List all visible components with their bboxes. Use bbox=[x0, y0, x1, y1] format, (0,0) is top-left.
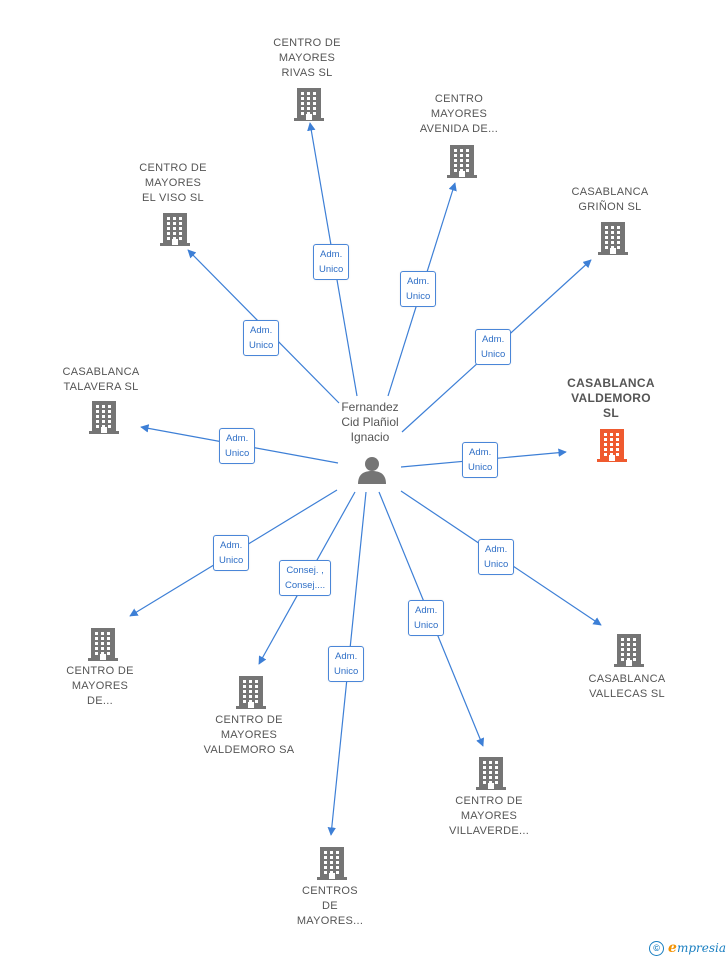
edge-label-de[interactable]: Adm. Unico bbox=[213, 535, 250, 571]
edge-label-villaverde[interactable]: Adm. Unico bbox=[408, 600, 445, 636]
building-icon[interactable] bbox=[474, 755, 508, 796]
building-icon[interactable] bbox=[86, 626, 120, 667]
edge-label-grinon[interactable]: Adm. Unico bbox=[475, 329, 512, 365]
building-icon[interactable] bbox=[612, 632, 646, 673]
company-label-elviso[interactable]: CENTRO DE MAYORES EL VISO SL bbox=[139, 162, 207, 204]
company-label-grinon[interactable]: CASABLANCA GRIÑON SL bbox=[571, 186, 649, 213]
building-icon[interactable] bbox=[158, 211, 192, 252]
edge-label-rivas[interactable]: Adm. Unico bbox=[313, 244, 350, 280]
edge-label-avenida[interactable]: Adm. Unico bbox=[400, 271, 437, 307]
edge-label-vallecas[interactable]: Adm. Unico bbox=[478, 539, 515, 575]
brand-logo-e: e bbox=[668, 939, 677, 956]
company-label-talavera[interactable]: CASABLANCA TALAVERA SL bbox=[62, 366, 140, 393]
building-icon[interactable] bbox=[292, 86, 326, 127]
copyright-icon: © bbox=[649, 941, 665, 956]
edge-label-valdemoro_sl[interactable]: Adm. Unico bbox=[462, 442, 499, 478]
building-icon[interactable] bbox=[315, 845, 349, 886]
footer-brand: ©empresia bbox=[649, 940, 726, 956]
person-icon[interactable] bbox=[356, 454, 388, 491]
company-label-rivas[interactable]: CENTRO DE MAYORES RIVAS SL bbox=[273, 37, 341, 79]
building-icon[interactable] bbox=[596, 220, 630, 261]
building-icon[interactable] bbox=[87, 399, 121, 440]
building-icon[interactable] bbox=[595, 427, 629, 468]
company-label-avenida[interactable]: CENTRO MAYORES AVENIDA DE... bbox=[419, 93, 499, 135]
edge-label-valdemoro_sa[interactable]: Consej. , Consej.... bbox=[279, 560, 332, 596]
person-name[interactable]: Fernandez Cid Plañiol Ignacio bbox=[341, 400, 399, 444]
building-icon[interactable] bbox=[445, 143, 479, 184]
company-label-centros[interactable]: CENTROS DE MAYORES... bbox=[296, 885, 364, 927]
company-label-de[interactable]: CENTRO DE MAYORES DE... bbox=[66, 665, 134, 707]
company-label-villaverde[interactable]: CENTRO DE MAYORES VILLAVERDE... bbox=[448, 795, 530, 837]
company-label-valdemoro_sa[interactable]: CENTRO DE MAYORES VALDEMORO SA bbox=[203, 714, 295, 756]
edge-label-elviso[interactable]: Adm. Unico bbox=[243, 320, 280, 356]
company-label-vallecas[interactable]: CASABLANCA VALLECAS SL bbox=[588, 673, 666, 700]
edge-label-centros[interactable]: Adm. Unico bbox=[328, 646, 365, 682]
brand-logo-text: mpresia bbox=[676, 940, 726, 955]
edge-label-talavera[interactable]: Adm. Unico bbox=[219, 428, 256, 464]
company-label-valdemoro_sl[interactable]: CASABLANCA VALDEMORO SL bbox=[567, 376, 655, 420]
building-icon[interactable] bbox=[234, 674, 268, 715]
